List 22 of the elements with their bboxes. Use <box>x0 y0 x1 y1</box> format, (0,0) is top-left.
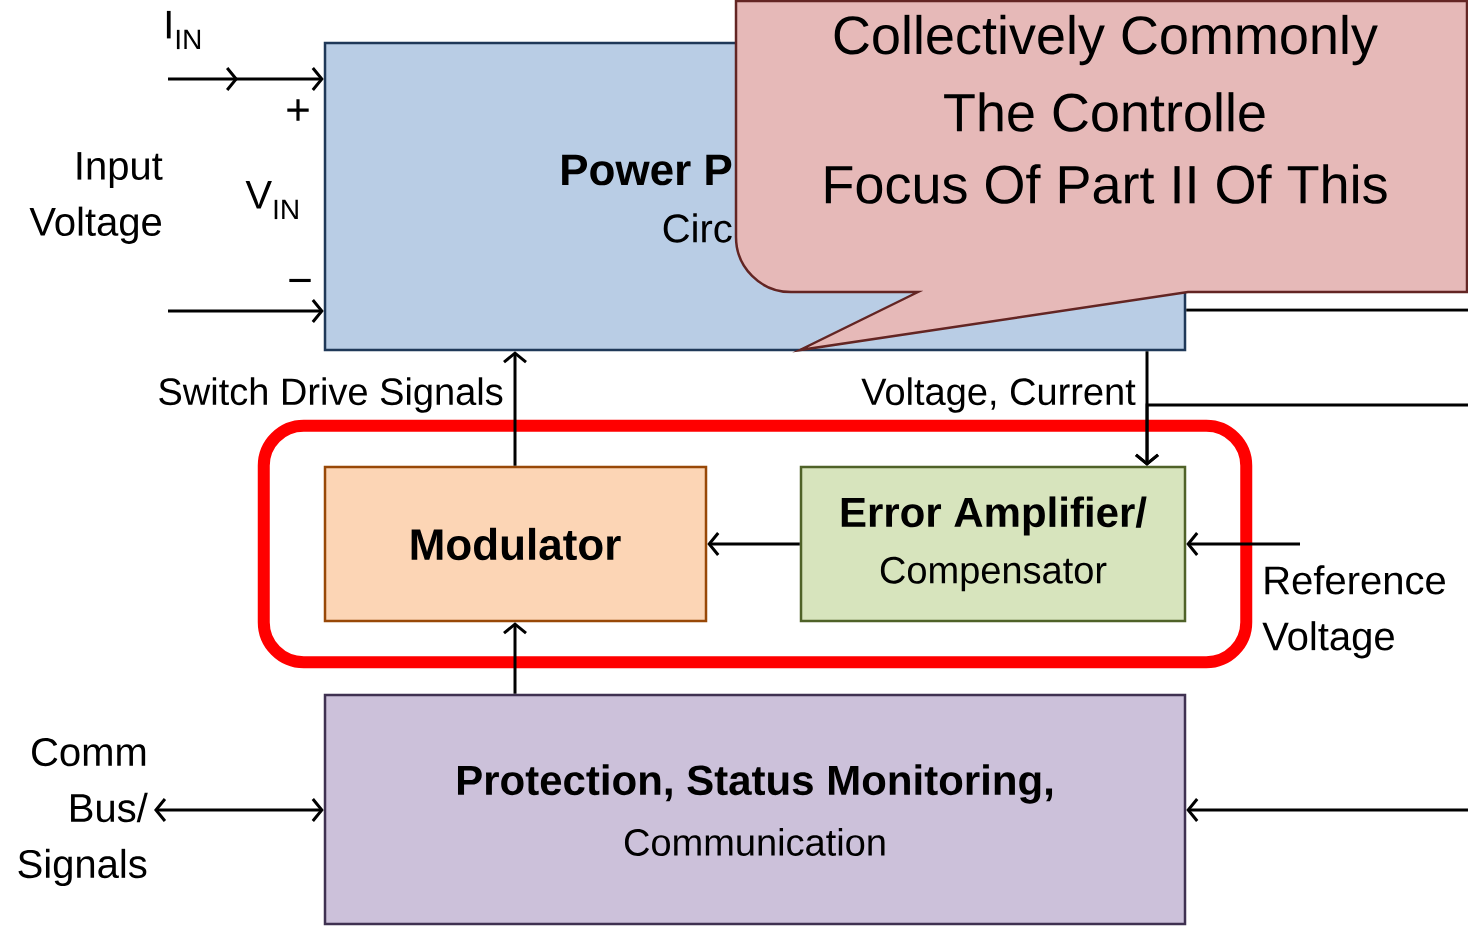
highlight-frame <box>257 419 1253 669</box>
protection-box: Protection, Status Monitoring, Communication <box>323 693 1187 926</box>
signal-label: I$_{IN}$ <box>166 10 201 50</box>
polarity-sign: + <box>287 99 309 121</box>
arrow <box>1135 403 1468 466</box>
signal-label: Reference Voltage <box>1262 565 1445 659</box>
callout-bubble: Collectively Commonly The Controlle Focus Of Part II Of This <box>734 0 1468 352</box>
arrow <box>1186 798 1468 822</box>
error-amplifier-box: Error Amplifier/ Compensator <box>799 465 1187 623</box>
arrow <box>707 532 800 556</box>
modulator-box: Modulator <box>323 465 708 623</box>
arrow <box>503 622 527 694</box>
signal-label: Input Voltage <box>29 152 163 244</box>
edge-label: Switch Drive Signals <box>156 376 505 414</box>
polarity-sign: − <box>289 278 311 283</box>
edge-label: Voltage, Current <box>860 376 1137 414</box>
signal-label: Comm Bus/ Signals <box>18 737 148 887</box>
arrow <box>154 798 324 822</box>
arrow <box>503 351 527 466</box>
arrow <box>168 299 324 323</box>
arrow <box>168 67 324 91</box>
arrow <box>1186 532 1300 556</box>
